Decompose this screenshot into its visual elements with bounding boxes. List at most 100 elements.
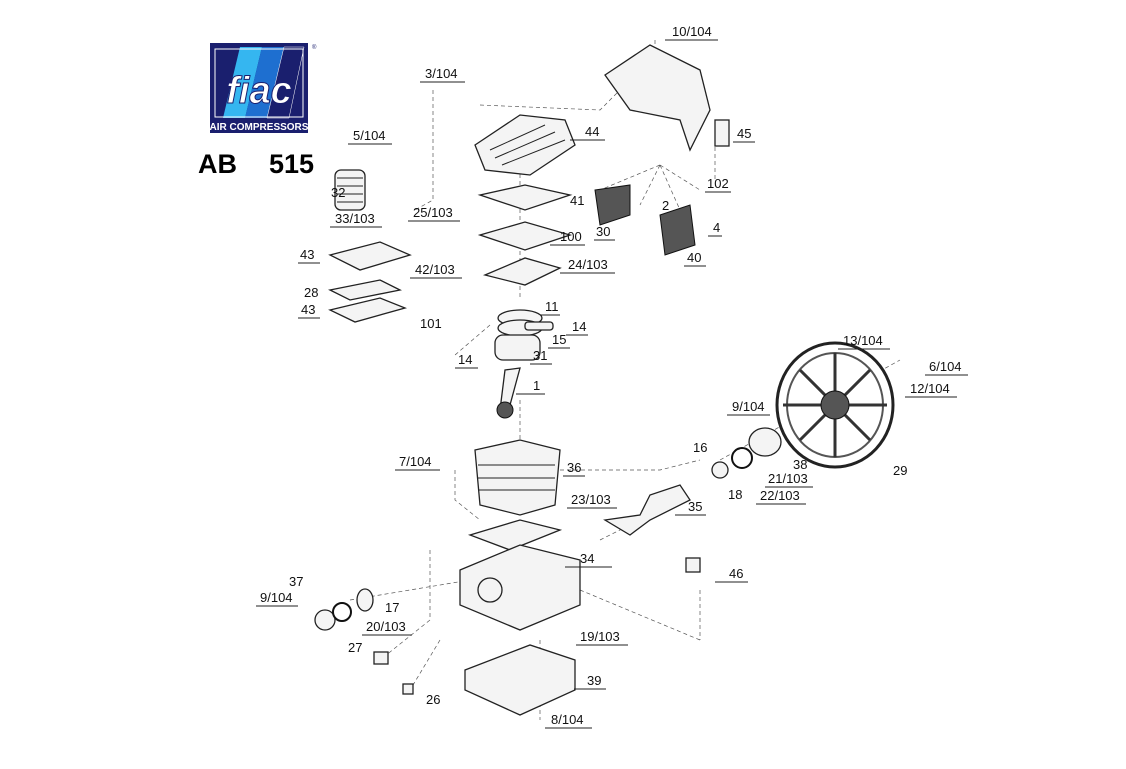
part-label: 43 (298, 302, 320, 319)
model-number: 515 (269, 149, 314, 179)
part-number-text: 44 (585, 124, 599, 139)
part-label: 22/103 (756, 488, 806, 505)
part-number-text: 14 (458, 352, 472, 367)
part-number-text: 16 (693, 440, 707, 455)
part-label: 101 (420, 316, 442, 331)
part-number-text: 42/103 (415, 262, 455, 277)
filter-part (334, 169, 366, 211)
piston-part (494, 334, 541, 361)
part-number-text: 34 (580, 551, 594, 566)
part-number-text: 35 (688, 499, 702, 514)
part-number-text: 20/103 (366, 619, 406, 634)
part-number-text: 43 (300, 247, 314, 262)
part-label: 32 (331, 185, 345, 200)
pin-part (524, 321, 554, 331)
part-number-text: 21/103 (768, 471, 808, 486)
part-label: 4 (708, 220, 722, 237)
part-number-text: 1 (533, 378, 540, 393)
part-label: 33/103 (330, 211, 382, 228)
part-label: 40 (684, 250, 706, 267)
part-label: 25/103 (408, 205, 460, 222)
part-label: 26 (426, 692, 440, 707)
part-label: 10/104 (665, 24, 718, 41)
part-number-text: 10/104 (672, 24, 712, 39)
part-label: 39 (574, 673, 606, 690)
part-number-text: 36 (567, 460, 581, 475)
part-number-text: 23/103 (571, 492, 611, 507)
part-label: 102 (705, 176, 731, 193)
part-label: 27 (348, 640, 362, 655)
gasket-part (482, 257, 562, 286)
part-label: 5/104 (348, 128, 392, 145)
part-label: 38 (793, 457, 807, 472)
part-label: 2 (662, 198, 669, 213)
part-label: 21/103 (765, 471, 813, 488)
part-label: 44 (570, 124, 605, 141)
part-label: 45 (733, 126, 755, 143)
part-number-text: 41 (570, 193, 584, 208)
part-number-text: 7/104 (399, 454, 432, 469)
part-number-text: 4 (713, 220, 720, 235)
part-label: 11 (540, 299, 560, 316)
crankshaft-part (603, 484, 691, 536)
logo-subtitle: AIR COMPRESSORS (210, 122, 309, 133)
part-number-text: 22/103 (760, 488, 800, 503)
part-label: 42/103 (410, 262, 462, 279)
part-number-text: 39 (587, 673, 601, 688)
cover-part (314, 609, 336, 631)
part-number-text: 102 (707, 176, 729, 191)
part-label: 9/104 (727, 399, 770, 416)
model-series: AB (198, 149, 237, 179)
plug-part (373, 651, 389, 665)
part-label: 15 (548, 332, 570, 349)
part-number-text: 30 (596, 224, 610, 239)
part-label: 100 (550, 229, 585, 246)
part-label: 30 (594, 224, 615, 241)
parts (314, 44, 895, 716)
gasket-part (467, 519, 563, 551)
valve-plate-part (477, 221, 573, 251)
crankcase-part (459, 544, 581, 631)
part-number-text: 25/103 (413, 205, 453, 220)
part-label: 34 (565, 551, 612, 568)
part-number-text: 46 (729, 566, 743, 581)
assembly-lines (349, 40, 901, 720)
part-label: 37 (289, 574, 303, 589)
o-ring-part (731, 447, 753, 469)
part-number-text: 18 (728, 487, 742, 502)
part-number-text: 9/104 (260, 590, 293, 605)
part-label: 29 (893, 463, 907, 478)
part-number-text: 11 (545, 299, 559, 314)
valve-cover-part (659, 204, 696, 256)
part-number-text: 28 (304, 285, 318, 300)
bracket-part (714, 119, 730, 147)
part-number-text: 26 (426, 692, 440, 707)
part-label: 31 (530, 348, 552, 365)
fiac-logo: fiac AIR COMPRESSORS ® (210, 43, 317, 133)
part-number-text: 33/103 (335, 211, 375, 226)
part-label: 9/104 (256, 590, 298, 607)
part-label: 1 (516, 378, 545, 395)
part-number-text: 19/103 (580, 629, 620, 644)
part-number-text: 17 (385, 600, 399, 615)
part-number-text: 38 (793, 457, 807, 472)
part-label: 41 (570, 193, 584, 208)
part-label: 43 (298, 247, 320, 264)
part-number-text: 40 (687, 250, 701, 265)
part-label: 7/104 (395, 454, 440, 471)
plate-part (328, 241, 412, 271)
part-label: 3/104 (420, 66, 465, 83)
part-label: 19/103 (576, 629, 628, 646)
bearing-cover-part (748, 427, 782, 457)
part-label: 17 (385, 600, 399, 615)
gasket-part (477, 184, 573, 211)
part-number-text: 14 (572, 319, 586, 334)
part-number-text: 5/104 (353, 128, 386, 143)
part-number-text: 3/104 (425, 66, 458, 81)
part-number-text: 8/104 (551, 712, 584, 727)
base-plate-part (464, 644, 576, 716)
part-label: 13/104 (838, 333, 890, 350)
part-number-text: 13/104 (843, 333, 883, 348)
plug-part (685, 557, 701, 573)
cover-part (604, 44, 711, 152)
